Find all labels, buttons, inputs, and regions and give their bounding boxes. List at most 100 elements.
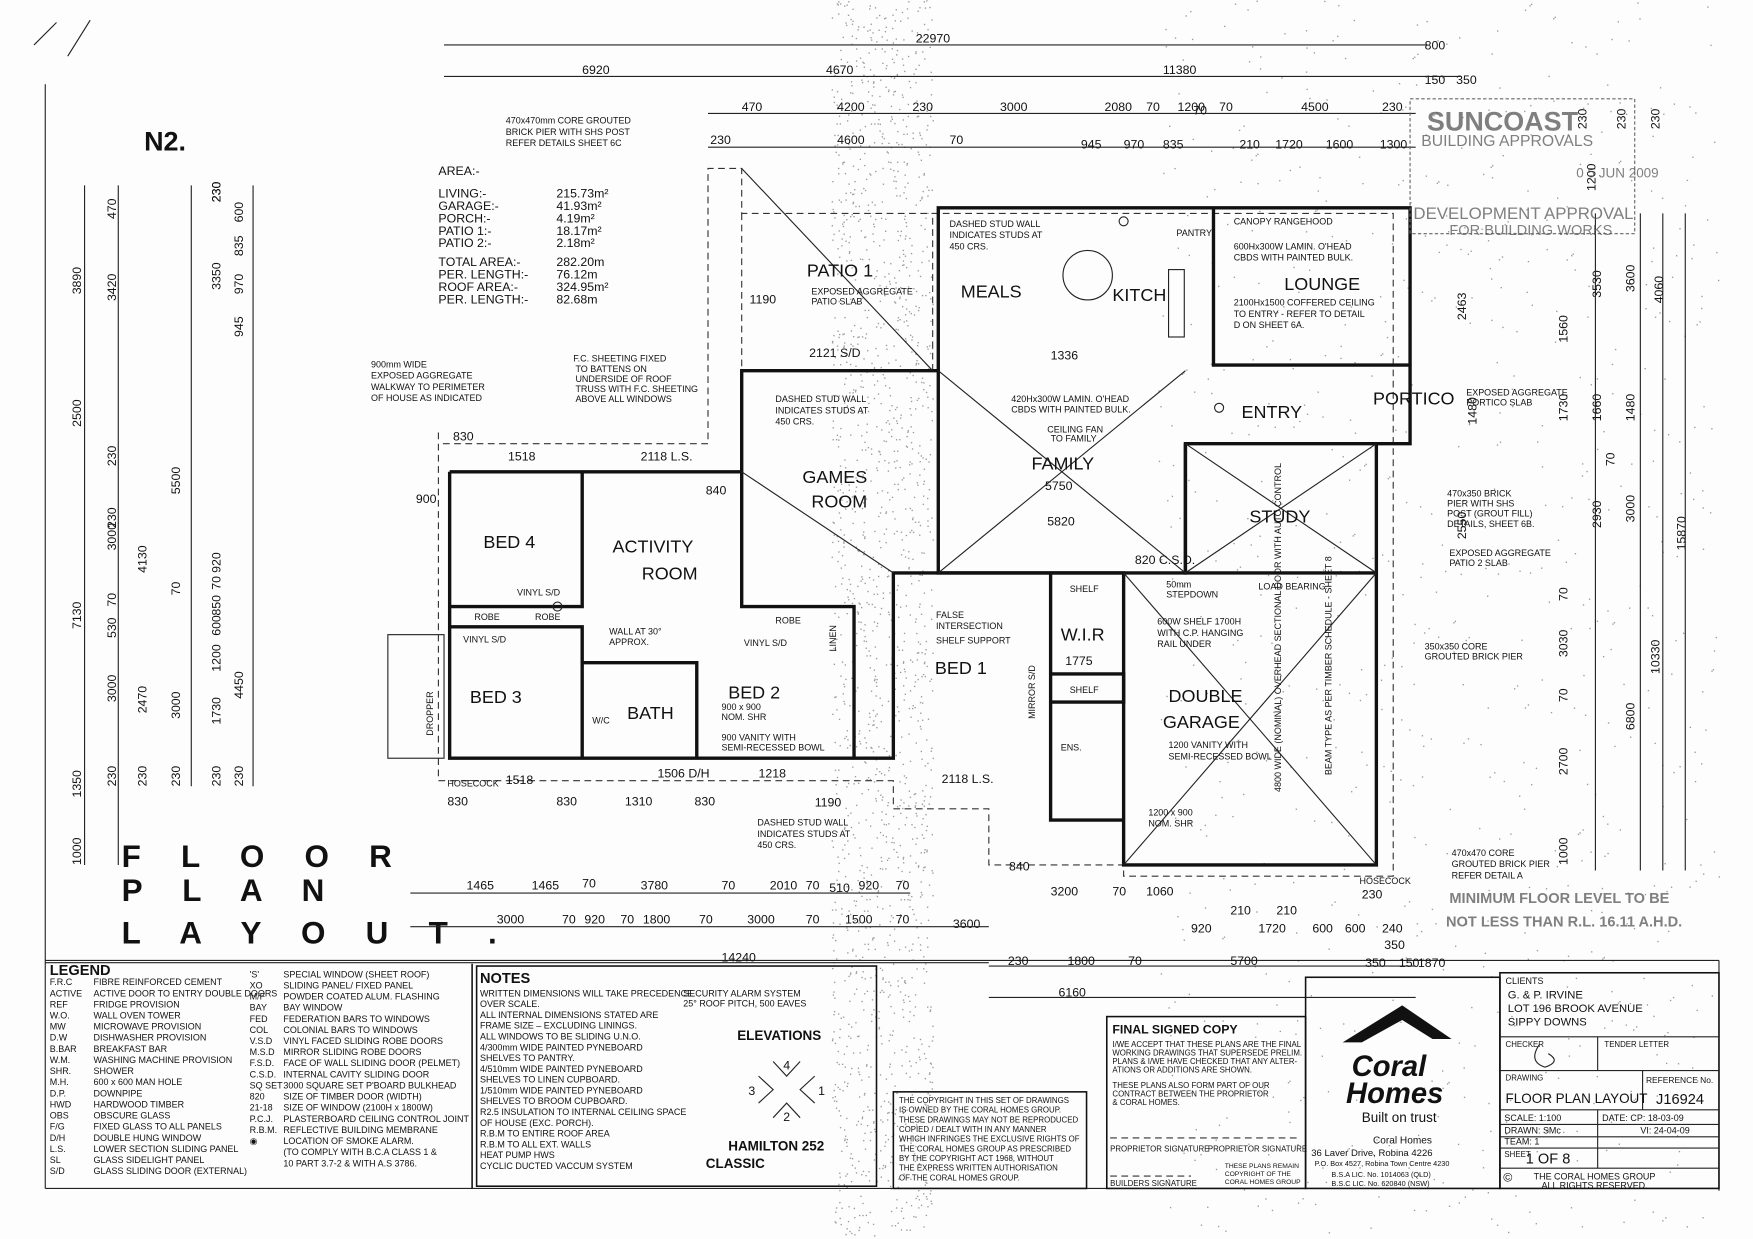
noise-speck xyxy=(884,294,886,297)
noise-speck xyxy=(1537,441,1539,443)
noise-speck xyxy=(880,1150,882,1152)
noise-speck xyxy=(877,322,880,325)
noise-speck xyxy=(1626,923,1628,925)
annotation-text: VINYL S/D xyxy=(744,638,788,648)
annotation-text: EXPOSED AGGREGATE xyxy=(811,286,913,296)
noise-speck xyxy=(831,89,834,91)
noise-speck xyxy=(1266,91,1268,94)
legend-desc: BAY WINDOW xyxy=(283,1003,342,1013)
annotation-text: 470x350 BRICK xyxy=(1447,488,1511,498)
annotation-text: 450 CRS. xyxy=(757,840,796,850)
annotation-text: DASHED STUD WALL xyxy=(950,219,1041,229)
noise-speck xyxy=(903,39,905,41)
noise-speck xyxy=(1586,470,1588,473)
noise-speck xyxy=(857,879,859,882)
noise-speck xyxy=(908,894,910,896)
noise-speck xyxy=(930,71,932,74)
noise-speck xyxy=(843,546,845,548)
note-line: WRITTEN DIMENSIONS WILL TAKE PRECEDENCE xyxy=(480,988,693,998)
dimension-label: 1190 xyxy=(815,796,842,810)
noise-speck xyxy=(1593,168,1596,170)
legend-abbr: C.S.D. xyxy=(250,1069,276,1079)
noise-speck xyxy=(1407,287,1409,289)
noise-speck xyxy=(1627,892,1629,894)
noise-speck xyxy=(1601,887,1604,890)
noise-speck xyxy=(1305,30,1308,32)
noise-speck xyxy=(932,303,934,306)
noise-speck xyxy=(918,865,920,867)
area-value: 76.12m xyxy=(556,268,597,282)
noise-speck xyxy=(893,61,895,64)
noise-speck xyxy=(1633,927,1636,930)
note-line: 4/300mm WIDE PAINTED PYNEBOARD xyxy=(480,1042,643,1052)
noise-speck xyxy=(1537,1008,1539,1010)
noise-speck xyxy=(893,91,895,93)
noise-speck xyxy=(839,1201,841,1204)
noise-speck xyxy=(876,17,878,19)
remain-copyright: CORAL HOMES GROUP xyxy=(1225,1179,1301,1186)
noise-speck xyxy=(873,593,875,596)
noise-speck xyxy=(1289,1080,1291,1082)
noise-speck xyxy=(838,862,840,865)
noise-speck xyxy=(1177,247,1180,249)
noise-speck xyxy=(1205,835,1208,837)
noise-speck xyxy=(1252,247,1254,249)
noise-speck xyxy=(901,539,903,541)
annotation-text: REFER DETAILS SHEET 6C xyxy=(506,138,622,148)
noise-speck xyxy=(912,531,915,534)
noise-speck xyxy=(889,499,891,501)
noise-speck xyxy=(924,765,926,767)
noise-speck xyxy=(1663,113,1665,115)
dimension-label: 210 xyxy=(1276,903,1297,917)
noise-speck xyxy=(1248,61,1251,63)
noise-speck xyxy=(894,20,896,22)
noise-speck xyxy=(855,389,857,392)
noise-speck xyxy=(888,766,891,769)
noise-speck xyxy=(1414,623,1416,626)
noise-speck xyxy=(1437,40,1439,42)
noise-speck xyxy=(914,826,916,829)
noise-speck xyxy=(865,819,867,821)
noise-speck xyxy=(839,465,842,467)
noise-speck xyxy=(928,489,931,491)
noise-speck xyxy=(850,374,852,376)
noise-speck xyxy=(862,386,864,388)
noise-speck xyxy=(1405,106,1407,108)
noise-speck xyxy=(849,363,852,366)
stamp-for-works: FOR BUILDING WORKS xyxy=(1449,223,1612,239)
dimension-label: 1560 xyxy=(1556,315,1570,343)
reference-number: J16924 xyxy=(1656,1092,1704,1108)
noise-speck xyxy=(921,676,923,678)
noise-speck xyxy=(897,230,899,233)
noise-speck xyxy=(929,384,931,387)
noise-speck xyxy=(872,812,874,814)
noise-speck xyxy=(1571,497,1573,499)
noise-speck xyxy=(851,214,853,216)
noise-speck xyxy=(854,511,856,513)
noise-speck xyxy=(1361,751,1363,753)
noise-speck xyxy=(930,1200,932,1203)
noise-speck xyxy=(886,348,888,350)
noise-speck xyxy=(866,990,869,992)
noise-speck xyxy=(873,990,875,992)
area-value: 18.17m² xyxy=(556,224,601,238)
noise-speck xyxy=(872,82,875,84)
noise-speck xyxy=(1701,307,1703,310)
noise-speck xyxy=(894,176,896,178)
noise-speck xyxy=(881,819,883,821)
noise-speck xyxy=(1596,378,1598,380)
noise-speck xyxy=(861,1117,864,1120)
noise-speck xyxy=(1529,572,1532,574)
noise-speck xyxy=(1628,607,1631,609)
noise-speck xyxy=(1566,986,1569,988)
noise-speck xyxy=(912,137,914,140)
noise-speck xyxy=(849,973,852,976)
noise-speck xyxy=(1579,1045,1581,1047)
noise-speck xyxy=(1180,700,1182,702)
dimension-lines xyxy=(45,44,1686,999)
dimension-label: 3200 xyxy=(1051,884,1079,898)
noise-speck xyxy=(878,515,880,518)
noise-speck xyxy=(918,521,920,523)
noise-speck xyxy=(1449,808,1451,811)
noise-speck xyxy=(1331,235,1334,238)
